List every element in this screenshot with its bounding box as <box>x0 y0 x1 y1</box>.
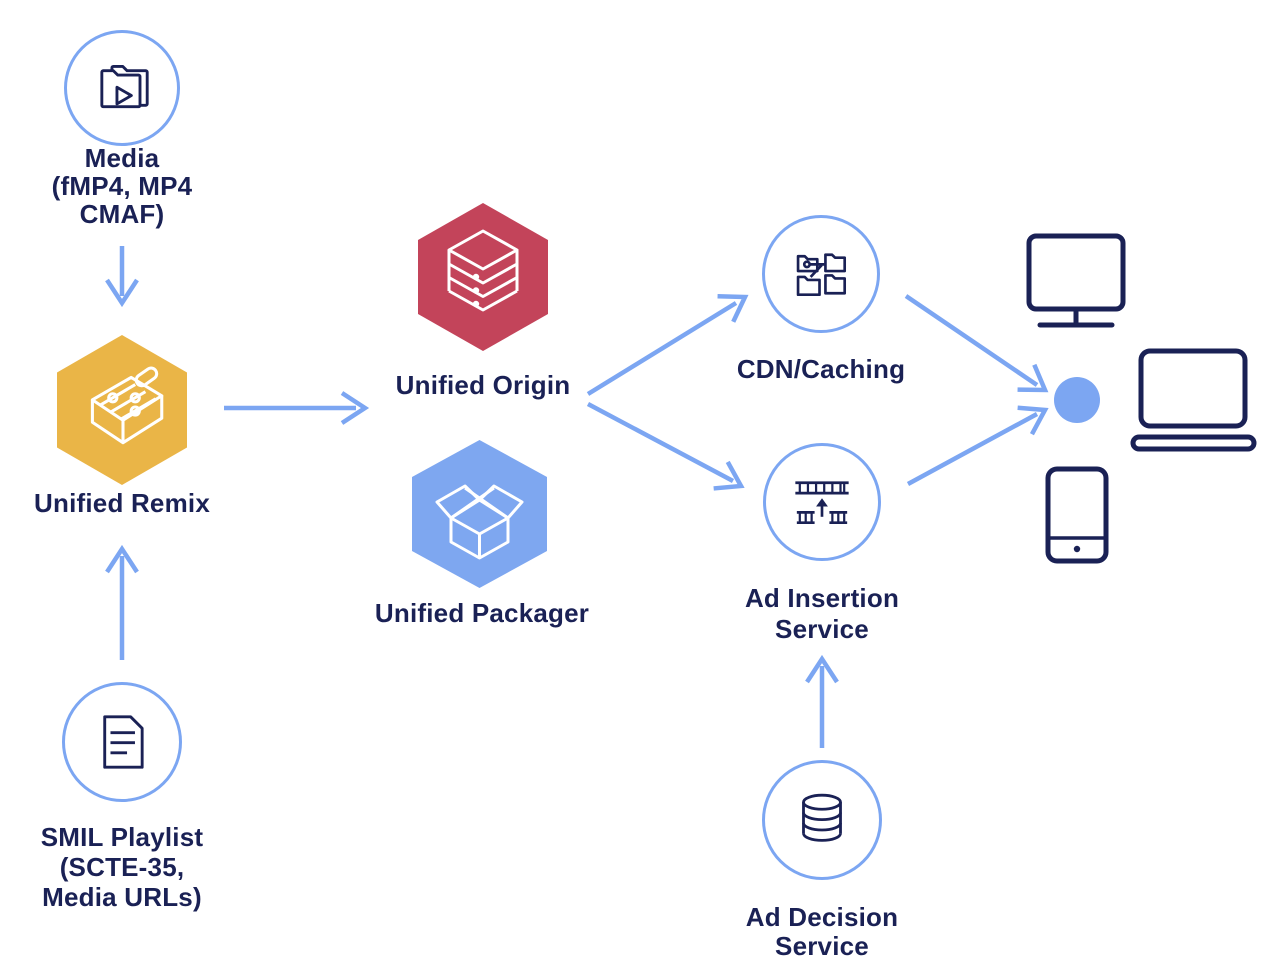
arrow-ad-insertion-to-viewer <box>906 405 1049 486</box>
remix-label: Unified Remix <box>34 488 210 518</box>
remix-mixer-icon <box>90 366 164 445</box>
origin-hexagon <box>418 203 548 351</box>
arrow-origin-to-ad-insertion <box>586 402 745 491</box>
server-stack-icon <box>447 229 519 312</box>
laptop-icon <box>1130 348 1257 452</box>
cdn-label: CDN/Caching <box>736 354 906 384</box>
desktop-monitor-icon <box>1026 233 1126 328</box>
arrow-origin-to-cdn <box>586 293 749 396</box>
arrow-smil-to-remix <box>105 544 139 660</box>
node-ad-decision <box>762 760 882 880</box>
ad-decision-label: Ad Decision Service <box>745 902 899 961</box>
filmstrip-insert-icon <box>795 481 849 525</box>
viewer-dot <box>1054 377 1100 423</box>
node-smil-playlist <box>62 682 182 802</box>
smil-label: SMIL Playlist (SCTE-35, Media URLs) <box>40 822 204 912</box>
node-media <box>64 30 180 146</box>
origin-label: Unified Origin <box>395 370 571 400</box>
node-unified-origin <box>418 203 548 351</box>
packager-hexagon <box>412 440 547 588</box>
arrow-media-to-remix <box>105 246 139 308</box>
remix-hexagon <box>57 335 187 485</box>
ad-insertion-label: Ad Insertion Service <box>744 583 900 644</box>
smartphone-icon <box>1045 466 1109 564</box>
database-icon <box>802 793 842 842</box>
node-unified-remix <box>57 335 187 485</box>
arrow-remix-to-origin <box>224 391 370 425</box>
packager-label: Unified Packager <box>374 598 590 628</box>
playlist-document-icon <box>103 715 144 769</box>
node-ad-insertion <box>763 443 881 561</box>
node-unified-packager <box>412 440 547 588</box>
media-folder-play-icon <box>100 64 149 109</box>
node-cdn-caching <box>762 215 880 333</box>
distributed-folders-icon <box>796 253 847 297</box>
media-label: Media (fMP4, MP4 CMAF) <box>51 143 193 229</box>
arrow-cdn-to-viewer <box>904 294 1049 393</box>
arrow-ad-decision-to-ad-insertion <box>805 654 839 748</box>
open-box-icon <box>435 484 524 560</box>
